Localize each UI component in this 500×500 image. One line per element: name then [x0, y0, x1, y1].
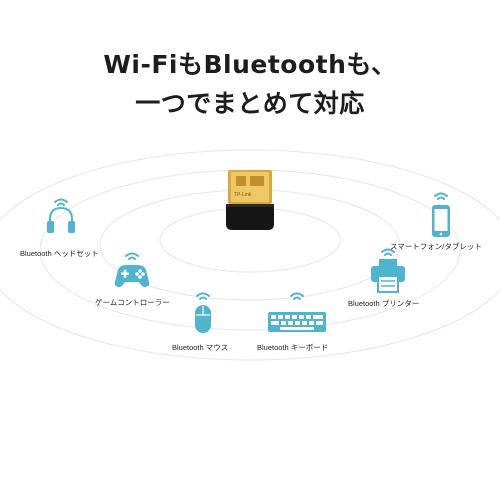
device-label-smartphone: スマートフォン/タブレット — [390, 242, 482, 251]
usb-adapter-icon: TP-Link — [226, 170, 274, 230]
device-label-gamepad: ゲームコントローラー — [95, 298, 170, 307]
adapter-brand-text: TP-Link — [234, 192, 252, 198]
headline-line-1: Wi-FiもBluetoothも、 — [103, 50, 397, 79]
mouse-icon — [195, 292, 211, 333]
device-label-mouse: Bluetooth マウス — [172, 343, 229, 352]
device-label-printer: Bluetooth プリンター — [348, 299, 420, 308]
device-label-keyboard: Bluetooth キーボード — [257, 343, 329, 352]
device-label-headset: Bluetooth ヘッドセット — [20, 249, 99, 258]
gamepad-icon — [114, 252, 150, 287]
headline-line-2: 一つでまとめて対応 — [135, 89, 365, 118]
printer-icon — [371, 248, 405, 293]
smartphone-icon — [432, 192, 450, 237]
headset-icon — [47, 198, 75, 233]
keyboard-icon — [268, 292, 326, 332]
